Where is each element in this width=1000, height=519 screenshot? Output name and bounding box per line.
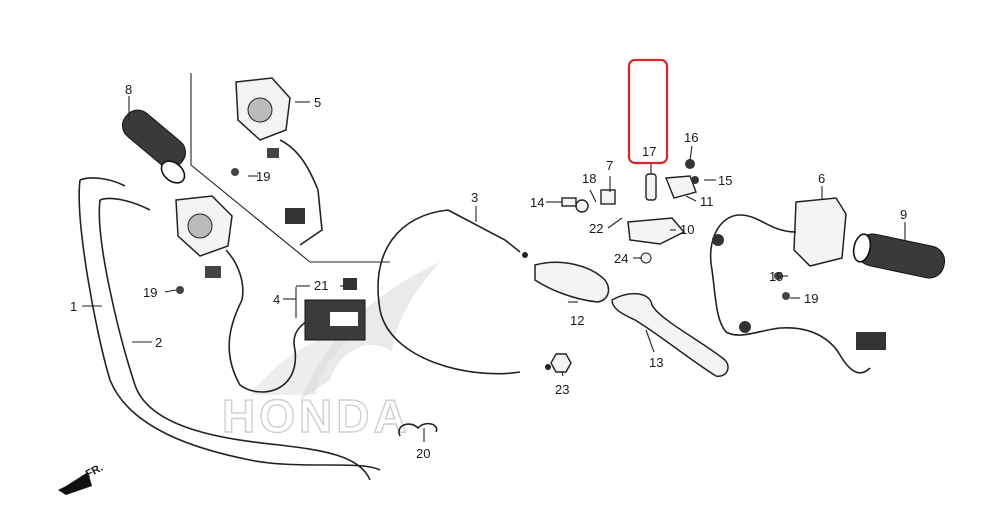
callout-9: 9: [900, 207, 907, 222]
callout-10: 10: [680, 222, 694, 237]
watermark-text: HONDA: [222, 390, 411, 442]
front-direction-arrow: FR.: [58, 462, 105, 495]
callout-5: 5: [314, 95, 321, 110]
callout-20: 20: [416, 446, 430, 461]
left-switch-lower: [175, 195, 244, 301]
callout-6: 6: [818, 171, 825, 186]
inset-border: [190, 73, 390, 263]
clutch-cable: [377, 209, 551, 375]
throttle-cables: [78, 177, 381, 481]
right-grip: [852, 233, 946, 279]
callout-22: 22: [589, 221, 603, 236]
callout-16: 16: [684, 130, 698, 145]
callout-21: 21: [314, 278, 328, 293]
leader-lines: [82, 96, 906, 442]
left-switch-upper: [235, 77, 323, 246]
callout-18: 18: [582, 171, 596, 186]
callout-2: 2: [155, 335, 162, 350]
ground-clip: [398, 422, 438, 437]
wire-harness: [228, 278, 366, 393]
callout-13: 13: [649, 355, 663, 370]
callout-24: 24: [614, 251, 628, 266]
part-17-highlight: [627, 58, 669, 165]
nut: [550, 353, 572, 373]
callout-23: 23: [555, 382, 569, 397]
left-grip: [122, 109, 186, 184]
callout-4: 4: [273, 292, 280, 307]
honda-wing-watermark: HONDA: [221, 262, 440, 443]
callout-7: 7: [606, 158, 613, 173]
front-indicator-text: FR.: [84, 462, 105, 481]
lever-cover: [534, 261, 610, 303]
callout-19-left: 19: [143, 285, 157, 300]
screws: [176, 168, 790, 300]
callout-3: 3: [471, 190, 478, 205]
callout-12: 12: [570, 313, 584, 328]
clutch-lever: [611, 293, 729, 377]
callout-19-upper: 19: [256, 169, 270, 184]
callout-17: 17: [642, 144, 656, 159]
callout-11: 11: [700, 194, 714, 209]
callout-1: 1: [70, 299, 77, 314]
callout-14: 14: [530, 195, 544, 210]
callout-19-right-upper: 19: [769, 269, 783, 284]
callout-15: 15: [718, 173, 732, 188]
right-switch: [709, 197, 886, 374]
callout-8: 8: [125, 82, 132, 97]
callout-labels: 8 5 19 1 2 19 3 4 21 12 13 14 15 16 17 1…: [70, 82, 907, 461]
callout-19-right-lower: 19: [804, 291, 818, 306]
